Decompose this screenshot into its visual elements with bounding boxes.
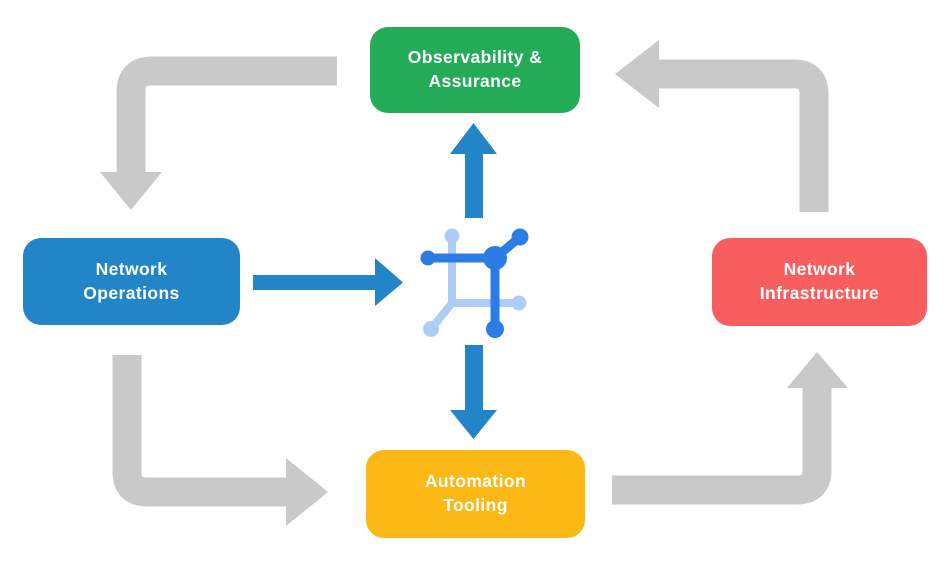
arrow-observability-to-operations-head [100,172,162,210]
arrow-operations-to-automation [112,355,328,526]
arrow-operations-to-center [253,258,403,306]
arrow-observability-to-operations [100,56,337,210]
arrow-center-to-observability [450,123,497,218]
arrow-automation-to-infrastructure-shaft [612,388,832,505]
arrow-observability-to-operations-shaft [116,56,337,174]
arrow-automation-to-infrastructure-head [787,352,848,388]
node-observability-assurance: Observability & Assurance [370,27,580,113]
node-network-operations-label: Network Operations [83,258,180,303]
node-automation-tooling: Automation Tooling [366,450,585,538]
node-observability-assurance-label: Observability & Assurance [407,47,543,91]
arrow-operations-to-automation-head [286,458,328,526]
network-mesh-light-node-top [444,228,460,244]
arrow-infrastructure-to-observability-shaft [658,59,829,212]
arrow-center-to-automation-head [450,410,497,439]
network-mesh-light-node-bottomleft [423,321,439,337]
network-mesh-light-node-right [511,295,527,311]
arrow-operations-to-center-head [375,258,403,306]
node-automation-tooling-label: Automation Tooling [424,471,527,515]
node-network-infrastructure-label: Network Infrastructure [759,259,880,303]
arrow-center-to-automation [450,345,497,439]
network-mesh-dark-hub [483,246,507,270]
cycle-arrows [100,40,848,526]
arrow-operations-to-automation-shaft [112,355,287,507]
network-mesh-dark-node-bottom [486,320,504,338]
network-mesh-icon [420,228,529,338]
node-network-infrastructure: Network Infrastructure [712,238,927,326]
arrow-automation-to-infrastructure [612,352,848,505]
flow-arrows [253,123,497,439]
arrow-infrastructure-to-observability-head [615,40,659,108]
arrow-infrastructure-to-observability [615,40,829,212]
network-mesh-dark-node-left [420,250,436,266]
arrow-center-to-observability-head [450,123,497,154]
node-network-operations: Network Operations [23,238,240,325]
network-mesh-dark-node-topright [511,228,529,246]
